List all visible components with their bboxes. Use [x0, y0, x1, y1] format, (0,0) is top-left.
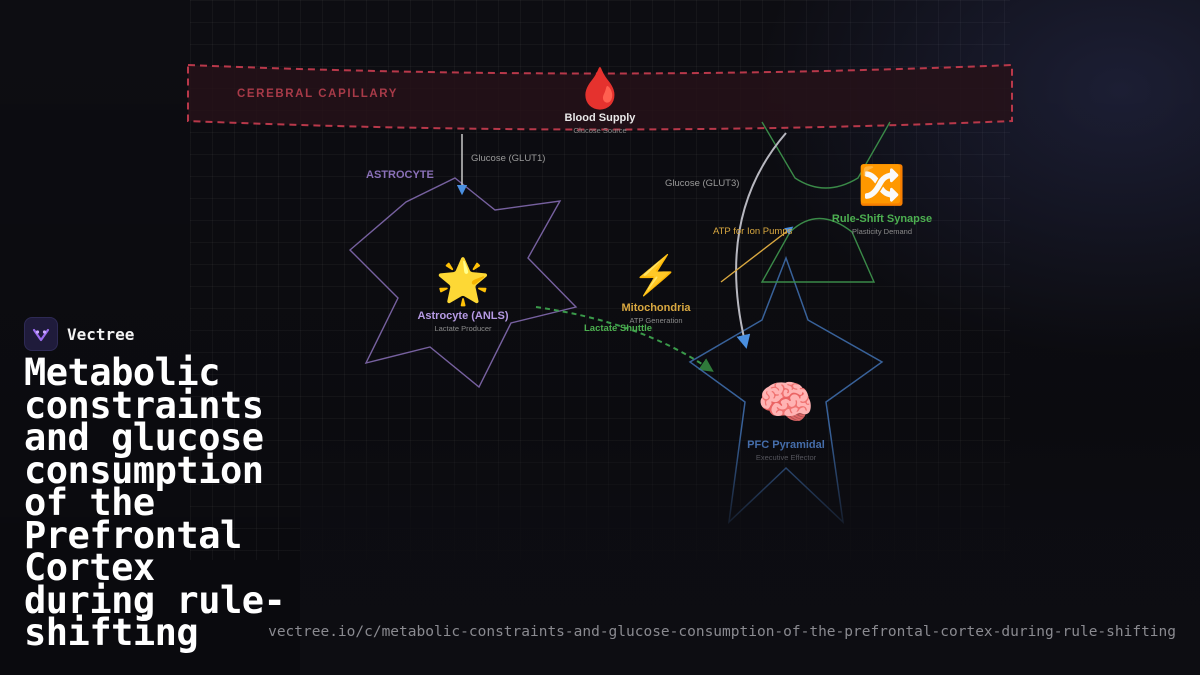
rule-shift-title: Rule-Shift Synapse — [832, 213, 932, 225]
shuffle-icon: 🔀 — [858, 163, 905, 207]
pfc-pyramidal-subtitle: Executive Effector — [756, 453, 817, 462]
synapse-presynaptic-shape — [761, 121, 891, 189]
brand: Vectree — [24, 317, 134, 351]
atp-ion-pumps-label: ATP for Ion Pumps — [713, 226, 793, 237]
astrocyte-title: Astrocyte (ANLS) — [417, 310, 508, 322]
page-title: Metabolic constraints and glucose consum… — [24, 351, 286, 654]
brand-name: Vectree — [67, 324, 135, 344]
lactate-shuttle-arrow — [535, 306, 714, 372]
astrocyte-subtitle: Lactate Producer — [434, 324, 492, 333]
page-url[interactable]: vectree.io/c/metabolic-constraints-and-g… — [268, 624, 1176, 640]
blood-drop-icon: 🩸 — [575, 65, 625, 111]
lightning-icon: ⚡ — [632, 253, 679, 298]
rule-shift-subtitle: Plasticity Demand — [852, 227, 912, 236]
star-icon: 🌟 — [436, 256, 491, 307]
astrocyte-region-label: ASTROCYTE — [366, 169, 434, 181]
astrocyte-shape — [348, 177, 578, 389]
mitochondria-title: Mitochondria — [621, 302, 691, 314]
lactate-shuttle-label: Lactate Shuttle — [584, 323, 652, 334]
capillary-label: CEREBRAL CAPILLARY — [237, 88, 398, 100]
vectree-logo-icon — [24, 317, 58, 351]
glut3-label: Glucose (GLUT3) — [665, 178, 739, 189]
pfc-pyramidal-title: PFC Pyramidal — [747, 439, 825, 451]
mitochondria-subtitle: ATP Generation — [629, 316, 682, 325]
capillary-band — [187, 63, 1013, 131]
glut1-label: Glucose (GLUT1) — [471, 153, 545, 164]
atp-ion-pumps-arrow — [720, 226, 794, 283]
blood-supply-title: Blood Supply — [565, 112, 637, 124]
blood-supply-subtitle: Glucose Source — [573, 126, 626, 135]
brain-icon: 🧠 — [757, 376, 814, 428]
glut3-arrow — [735, 132, 787, 349]
